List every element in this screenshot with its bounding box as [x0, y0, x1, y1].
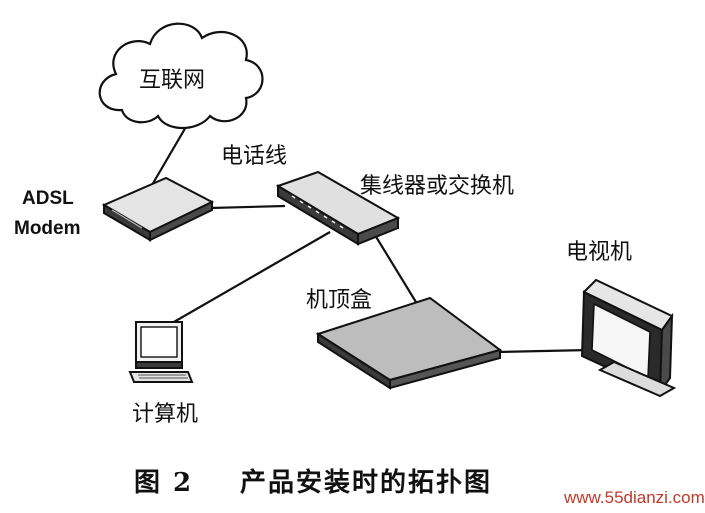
figure-number: 图 2: [134, 468, 194, 498]
link-settopbox-tv: [497, 348, 591, 354]
internet-label: 互联网: [139, 68, 206, 93]
phone-line-label: 电话线: [221, 144, 288, 169]
link-internet-modem: [151, 119, 191, 186]
adsl-modem-icon: [101, 176, 215, 242]
modem-label-line2: Modem: [14, 218, 81, 239]
tv-icon: [580, 278, 677, 398]
hub-switch-label: 集线器或交换机: [360, 174, 515, 199]
figure-title: 产品安装时的拓扑图: [240, 468, 493, 498]
computer-icon: [128, 321, 194, 383]
set-top-box-icon: [315, 296, 503, 390]
computer-label: 计算机: [132, 402, 199, 427]
modem-label-line1: ADSL: [22, 188, 74, 209]
watermark-text: www.55dianzi.com: [564, 488, 705, 507]
cloud-icon: [98, 22, 264, 129]
hub-switch-icon: [275, 170, 401, 246]
set-top-box-label: 机顶盒: [306, 288, 373, 313]
link-modem-hub: [209, 204, 286, 210]
tv-label: 电视机: [566, 240, 633, 265]
link-hub-computer: [159, 231, 331, 331]
